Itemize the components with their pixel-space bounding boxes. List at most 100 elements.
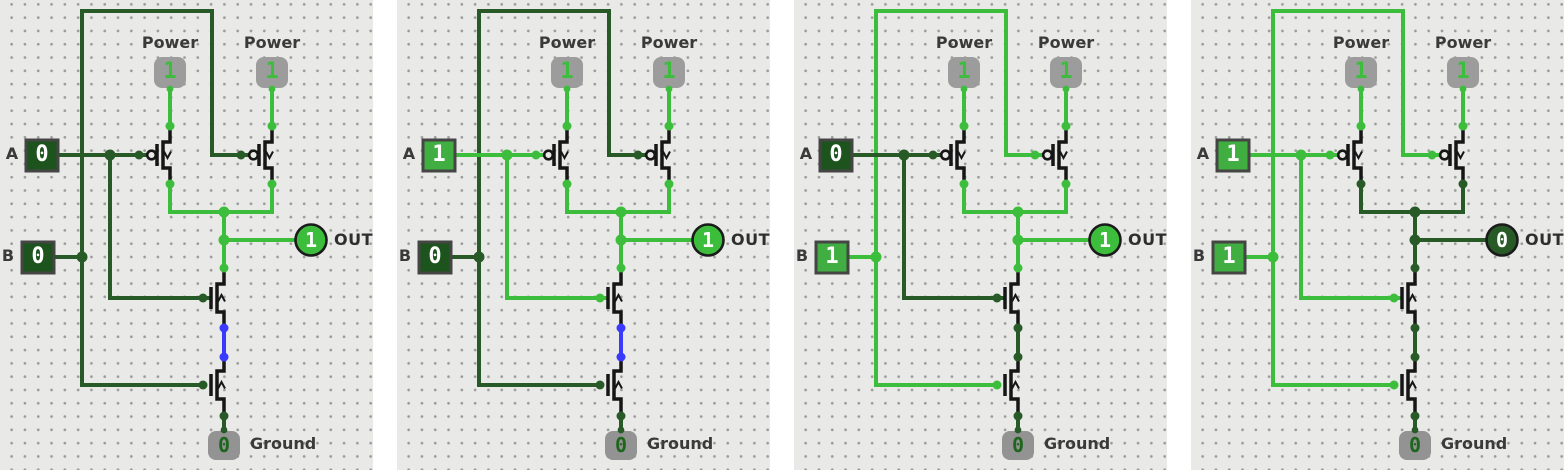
power-pin-2 [268,85,276,93]
power-label-1: Power [141,33,199,52]
wire-junction-dot [615,206,627,218]
power-label-1: Power [538,33,596,52]
wire-junction-dot [218,206,230,218]
power-component-1 [948,57,980,88]
wire-junction-dot [1410,411,1420,421]
pmos1-bubble-icon [145,149,158,161]
ground-pin [617,426,625,434]
transistor-bodies [1352,126,1465,416]
out-pin-value: 1 [1098,228,1112,252]
wire-power-net [1359,88,1465,126]
wire-junction-dot [1356,179,1366,189]
power-value-2: 1 [265,59,279,84]
ground-component [1399,431,1431,460]
power-value-1: 1 [1354,59,1368,84]
wire-junction-dot [595,380,605,390]
input-b-value[interactable]: 0 [428,244,442,269]
transistor-arrow-icons [1354,151,1465,389]
wire-junction-dot [1013,263,1023,273]
circuit-canvas [20,9,328,460]
input-a-value[interactable]: 0 [829,142,843,167]
input-b-value[interactable]: 1 [825,244,839,269]
transistor-arrow-icons [957,151,1068,389]
ground-value: 0 [1408,433,1422,457]
wire-junction-dot [165,121,175,131]
wire-out-net [565,184,692,268]
input-b-label: B [398,246,412,265]
input-a-pin-box[interactable] [818,138,854,173]
ground-value: 0 [614,433,628,457]
circuit-canvas [1211,9,1519,460]
input-a-pin-box[interactable] [421,138,457,173]
power-pin-1 [166,85,174,93]
wire-junction-dot [218,234,230,246]
ground-label: Ground [647,434,714,453]
input-b-pin-box[interactable] [20,240,56,275]
wire-junction-dot [1389,380,1399,390]
wire-junction-dot [898,149,910,161]
power-component-1 [154,57,186,88]
input-a-label: A [402,144,416,163]
wire-junction-dot [616,323,626,333]
wire-junction-dot [616,352,626,362]
wire-junction-dot [76,251,88,263]
ground-label: Ground [1044,434,1111,453]
wire-junction-dot [1356,121,1366,131]
wire-out-net [168,184,295,268]
wire-junction-dot [219,263,229,273]
ground-component [605,431,637,460]
pmos1-bubble-icon [939,149,952,161]
wire-junction-dot [664,121,674,131]
input-a-value[interactable]: 1 [432,142,446,167]
power-label-2: Power [243,33,301,52]
out-pin-value: 1 [701,228,715,252]
wire-junction-dot [1389,293,1399,303]
input-a-pin-box[interactable] [24,138,60,173]
power-label-1: Power [1332,33,1390,52]
input-a-value[interactable]: 0 [35,142,49,167]
wire-power-net [565,88,671,126]
ground-component [208,431,240,460]
input-b-pin-box[interactable] [1211,240,1247,275]
wire-junction-dot [1061,121,1071,131]
transistor-bodies [161,126,274,416]
input-a-pin-box[interactable] [1215,138,1251,173]
ground-label: Ground [250,434,317,453]
transistor-arrow-icons [560,151,671,389]
wire-a-net [851,153,1006,300]
input-b-pin-box[interactable] [814,240,850,275]
out-pin-circle [691,223,725,257]
pmos2-bubble-icon [247,149,260,161]
wire-a-net [1248,153,1403,300]
transistor-bodies [558,126,671,416]
wire-junction-dot [870,251,882,263]
ground-pin [220,426,228,434]
input-b-label: B [795,246,809,265]
power-value-2: 1 [1059,59,1073,84]
wire-junction-dot [219,352,229,362]
wire-junction-dot [992,380,1002,390]
input-b-label: B [1,246,15,265]
input-b-pin-box[interactable] [417,240,453,275]
wire-junction-dot [531,150,541,160]
out-pin-circle [294,223,328,257]
input-a-value[interactable]: 1 [1226,142,1240,167]
input-b-value[interactable]: 1 [1222,244,1236,269]
wire-junction-dot [1410,263,1420,273]
out-label: OUT [731,230,770,249]
power-value-1: 1 [163,59,177,84]
wire-junction-dot [165,179,175,189]
input-a-label: A [1196,144,1210,163]
wire-a-net [454,153,609,300]
wire-junction-dot [219,323,229,333]
power-value-1: 1 [957,59,971,84]
out-pin-circle [1485,223,1519,257]
wire-junction-dot [267,121,277,131]
circuit-panel-4: A 1 B 1 Power Power 1 1 0 OUT 0 Ground [1191,0,1564,470]
wire-junction-dot [959,179,969,189]
wire-junction-dot [1030,150,1040,160]
input-b-value[interactable]: 0 [31,244,45,269]
wire-junction-dot [473,251,485,263]
wire-junction-dot [1061,179,1071,189]
wire-junction-dot [1458,121,1468,131]
